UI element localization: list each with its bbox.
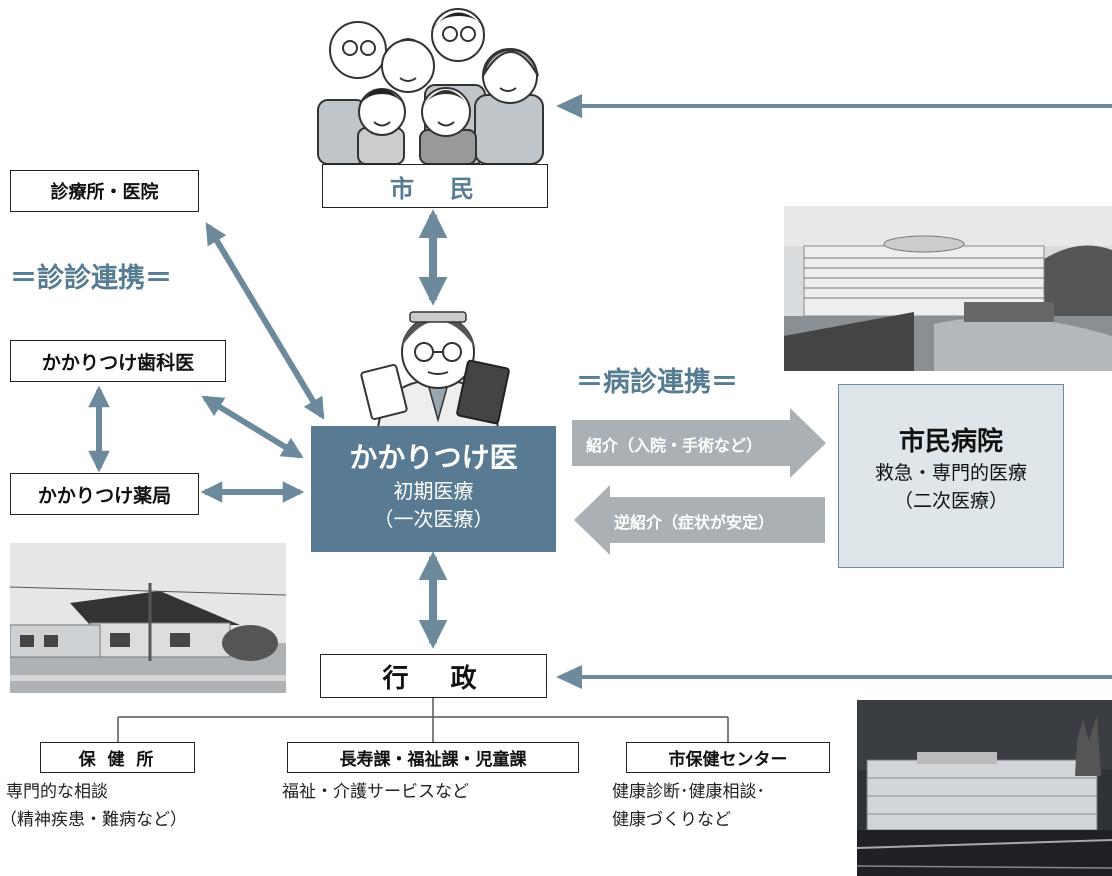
hospital-photo <box>784 206 1112 371</box>
citizens-box: 市 民 <box>322 164 548 208</box>
government-tree <box>117 698 729 742</box>
hospital-title: 市民病院 <box>898 427 1003 457</box>
government-label: 行 政 <box>382 663 485 694</box>
department-health-office-desc-1: 専門的な相談 <box>6 782 108 802</box>
department-welfare-label: 長寿課・福祉課・児童課 <box>339 750 527 770</box>
shinshin-label: ＝診診連携＝ <box>10 263 172 294</box>
department-health-office-desc-2: （精神疾患・難病など） <box>0 810 187 830</box>
citizens-label: 市 民 <box>390 174 480 203</box>
clinic-box: 診療所・医院 <box>10 170 199 212</box>
doctor-illustration <box>360 311 510 428</box>
dentist-box: かかりつけ歯科医 <box>10 340 226 382</box>
arrow-clinic-doctor <box>205 222 325 420</box>
referral-arrow <box>572 408 826 478</box>
hospital-line1: 救急・専門的医療 <box>874 462 1027 484</box>
department-health-office-box: 保 健 所 <box>40 742 195 773</box>
dentist-label: かかりつけ歯科医 <box>41 351 195 374</box>
reverse-referral-arrow <box>574 485 825 555</box>
department-health-center-label: 市保健センター <box>668 750 788 770</box>
department-health-center-box: 市保健センター <box>626 742 830 773</box>
health-center-photo <box>857 700 1112 876</box>
department-health-center-desc-1: 健康診断･健康相談･ <box>612 782 765 802</box>
department-welfare-desc-1: 福祉・介護サービスなど <box>282 782 469 802</box>
reverse-referral-label: 逆紹介（症状が安定） <box>614 513 775 532</box>
byoshin-label: ＝病診連携＝ <box>576 367 738 398</box>
family-doctor-box: かかりつけ医 初期医療 （一次医療） <box>311 426 556 552</box>
family-doctor-title: かかりつけ医 <box>349 441 518 474</box>
pharmacy-box: かかりつけ薬局 <box>10 473 199 515</box>
department-welfare-box: 長寿課・福祉課・児童課 <box>287 742 579 773</box>
referral-label: 紹介（入院・手術など） <box>586 436 763 455</box>
citizens-illustration <box>317 8 544 165</box>
clinic-label: 診療所・医院 <box>50 182 159 203</box>
hospital-line2: （二次医療） <box>893 490 1008 512</box>
hospital-box: 市民病院 救急・専門的医療 （二次医療） <box>838 384 1064 568</box>
health-office-photo <box>10 543 286 693</box>
department-health-office-label: 保 健 所 <box>78 750 157 770</box>
arrow-dentist-doctor <box>201 395 304 459</box>
department-health-center-desc-2: 健康づくりなど <box>612 810 731 830</box>
family-doctor-line2: （一次医療） <box>373 507 494 531</box>
pharmacy-label: かかりつけ薬局 <box>37 484 172 507</box>
family-doctor-line1: 初期医療 <box>393 479 474 503</box>
government-box: 行 政 <box>320 654 547 698</box>
